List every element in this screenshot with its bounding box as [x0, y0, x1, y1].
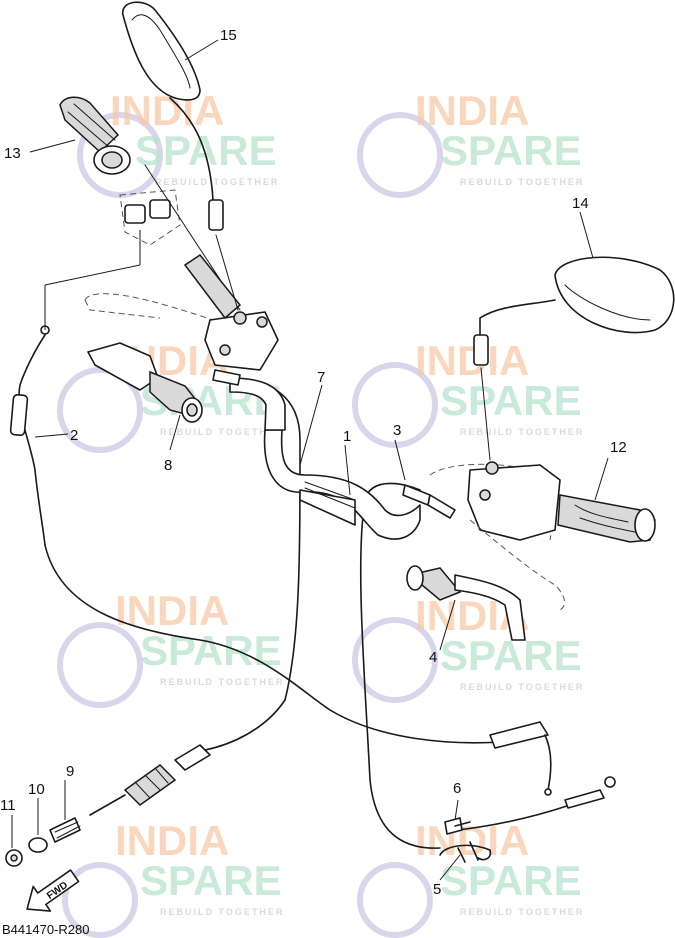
lever-4 — [406, 565, 526, 641]
callout-5: 5 — [433, 881, 441, 898]
mirror-14 — [473, 256, 675, 461]
watermark-tagline: REBUILD TOGETHER — [460, 682, 584, 692]
callout-8: 8 — [164, 457, 172, 474]
forward-arrow-icon — [26, 869, 80, 912]
callout-13: 13 — [4, 145, 21, 162]
callout-14: 14 — [572, 195, 589, 212]
watermark-line2: SPARE — [440, 127, 582, 174]
watermark-line2: SPARE — [135, 127, 277, 174]
leader-lines — [11, 39, 609, 881]
mirror-15 — [122, 1, 239, 311]
forward-direction-indicator: FWD — [26, 869, 80, 912]
watermark-line2: SPARE — [140, 627, 282, 674]
watermark-line1: INDIA — [115, 817, 229, 864]
watermark-tagline: REBUILD TOGETHER — [160, 427, 284, 437]
watermark-line2: SPARE — [440, 857, 582, 904]
watermark-logo: INDIA SPARE REBUILD TOGETHER — [352, 337, 584, 448]
callout-3: 3 — [393, 422, 401, 439]
throttle-tube — [183, 253, 242, 320]
handlebar — [229, 377, 421, 540]
right-switch-assembly — [429, 461, 656, 611]
callout-9: 9 — [66, 763, 74, 780]
callout-1: 1 — [343, 428, 351, 445]
watermark-logo: INDIA SPARE REBUILD TOGETHER — [357, 87, 584, 198]
callout-4: 4 — [429, 649, 437, 666]
watermark-tagline: REBUILD TOGETHER — [460, 177, 584, 187]
left-grip-8 — [87, 342, 203, 423]
callout-7: 7 — [317, 369, 325, 386]
watermark-tagline: REBUILD TOGETHER — [160, 907, 284, 917]
watermark-line1: INDIA — [415, 87, 529, 134]
diagram-reference-code: B441470-R280 — [2, 922, 90, 937]
watermark-logo: INDIA SPARE REBUILD TOGETHER — [352, 592, 584, 703]
watermark-line2: SPARE — [440, 377, 582, 424]
watermark-logo: INDIA SPARE REBUILD TOGETHER — [357, 817, 584, 938]
watermark-tagline: REBUILD TOGETHER — [160, 677, 284, 687]
watermark-line2: SPARE — [440, 632, 582, 679]
left-lever-assembly — [84, 293, 279, 371]
watermark-line2: SPARE — [140, 857, 282, 904]
watermark-tagline: REBUILD TOGETHER — [155, 177, 279, 187]
callout-11: 11 — [0, 797, 16, 814]
watermark-line1: INDIA — [415, 337, 529, 384]
cable-fittings — [9, 325, 552, 796]
callout-6: 6 — [453, 780, 461, 797]
watermark-line1: INDIA — [415, 817, 529, 864]
callouts: 1 2 3 4 5 6 7 8 9 10 11 12 13 14 15 — [0, 27, 627, 898]
watermark-group: INDIA SPARE REBUILD TOGETHER INDIA SPARE… — [57, 87, 584, 938]
top-left-grip-13 — [59, 96, 241, 311]
watermark-tagline: REBUILD TOGETHER — [460, 907, 584, 917]
throttle-adjuster — [5, 744, 211, 867]
callout-15: 15 — [220, 27, 237, 44]
watermark-logo: INDIA SPARE REBUILD TOGETHER — [62, 817, 284, 938]
clip-5-bolt-6 — [439, 776, 616, 863]
callout-12: 12 — [610, 439, 627, 456]
watermark-tagline: REBUILD TOGETHER — [460, 427, 584, 437]
watermark-logo: INDIA SPARE REBUILD TOGETHER — [57, 587, 284, 708]
callout-2: 2 — [70, 427, 78, 444]
callout-10: 10 — [28, 781, 45, 798]
